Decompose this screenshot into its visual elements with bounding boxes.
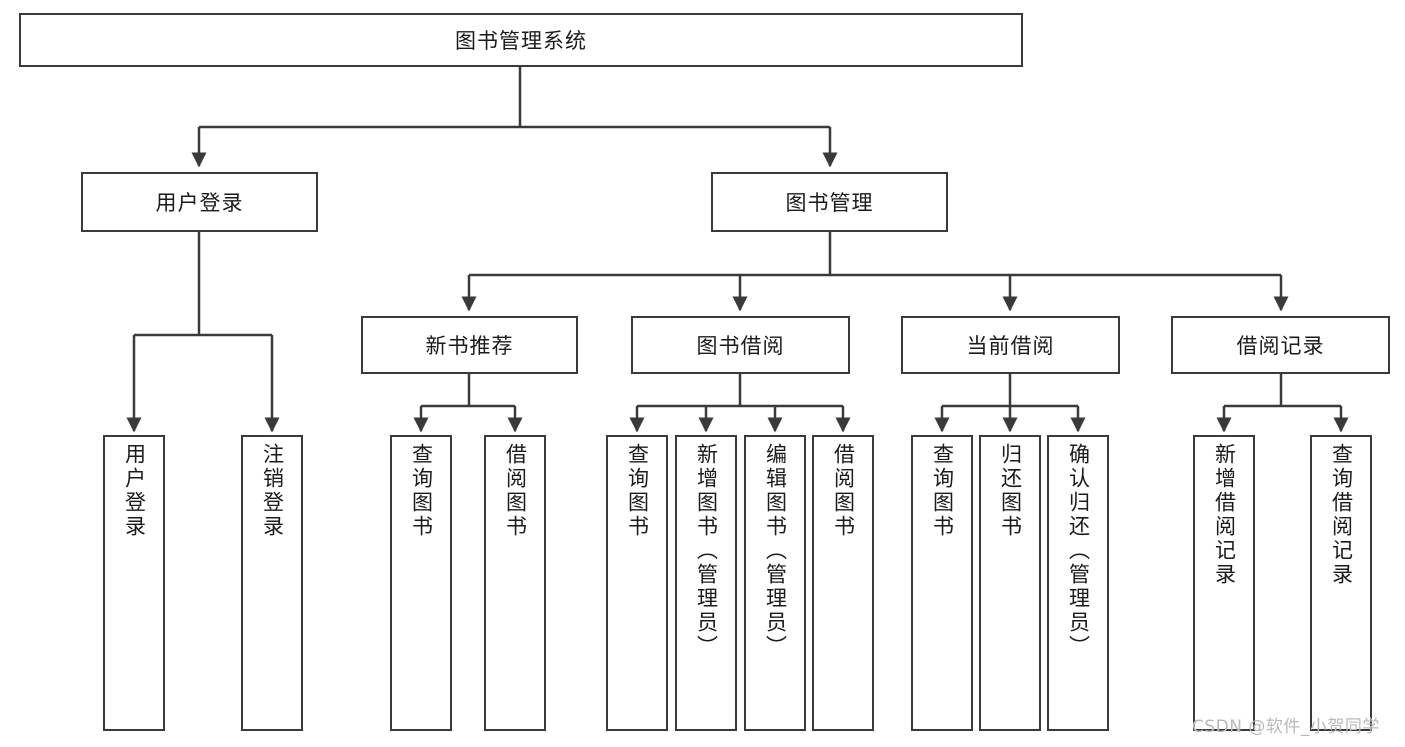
node-book-borrow[interactable]: 图书借阅: [631, 316, 850, 374]
leaf-borrow-edit-book-label: 编辑图书（管理员）: [763, 443, 788, 659]
node-current-borrow[interactable]: 当前借阅: [901, 316, 1120, 374]
leaf-current-return-book-label: 归还图书: [998, 443, 1023, 539]
leaf-borrow-edit-book[interactable]: 编辑图书（管理员）: [744, 435, 806, 731]
leaf-current-query-book-label: 查询图书: [930, 443, 955, 539]
leaf-borrow-add-book-label: 新增图书（管理员）: [694, 443, 719, 659]
node-new-book-recommend-label: 新书推荐: [425, 334, 514, 358]
watermark-text: CSDN @软件_小贺同学: [1192, 717, 1380, 737]
leaf-new-book-borrow[interactable]: 借阅图书: [484, 435, 546, 731]
leaf-record-add-label: 新增借阅记录: [1212, 443, 1237, 587]
leaf-borrow-borrow-book-label: 借阅图书: [831, 443, 856, 539]
leaf-new-book-query[interactable]: 查询图书: [390, 435, 452, 731]
leaf-record-query[interactable]: 查询借阅记录: [1310, 435, 1372, 731]
leaf-new-book-borrow-label: 借阅图书: [503, 443, 528, 539]
leaf-user-login-login-label: 用户登录: [122, 443, 147, 539]
node-book-borrow-label: 图书借阅: [696, 334, 785, 358]
leaf-record-add[interactable]: 新增借阅记录: [1193, 435, 1255, 731]
leaf-new-book-query-label: 查询图书: [409, 443, 434, 539]
leaf-user-login-logout-label: 注销登录: [260, 443, 285, 539]
leaf-user-login-login[interactable]: 用户登录: [103, 435, 165, 731]
leaf-current-return-book[interactable]: 归还图书: [979, 435, 1041, 731]
node-user-login-label: 用户登录: [155, 191, 244, 215]
leaf-borrow-borrow-book[interactable]: 借阅图书: [812, 435, 874, 731]
leaf-current-confirm-return[interactable]: 确认归还（管理员）: [1047, 435, 1109, 731]
node-root-system-label: 图书管理系统: [455, 29, 587, 53]
node-user-login[interactable]: 用户登录: [81, 172, 318, 232]
node-new-book-recommend[interactable]: 新书推荐: [361, 316, 578, 374]
leaf-borrow-query-book-label: 查询图书: [625, 443, 650, 539]
leaf-user-login-logout[interactable]: 注销登录: [241, 435, 303, 731]
leaf-borrow-query-book[interactable]: 查询图书: [606, 435, 668, 731]
leaf-borrow-add-book[interactable]: 新增图书（管理员）: [675, 435, 737, 731]
leaf-record-query-label: 查询借阅记录: [1329, 443, 1354, 587]
node-borrow-record[interactable]: 借阅记录: [1171, 316, 1390, 374]
node-current-borrow-label: 当前借阅: [966, 334, 1055, 358]
node-book-management-label: 图书管理: [785, 191, 874, 215]
leaf-current-query-book[interactable]: 查询图书: [911, 435, 973, 731]
node-borrow-record-label: 借阅记录: [1236, 334, 1325, 358]
node-book-management[interactable]: 图书管理: [711, 172, 948, 232]
node-root-system[interactable]: 图书管理系统: [19, 13, 1023, 67]
leaf-current-confirm-return-label: 确认归还（管理员）: [1066, 443, 1091, 659]
